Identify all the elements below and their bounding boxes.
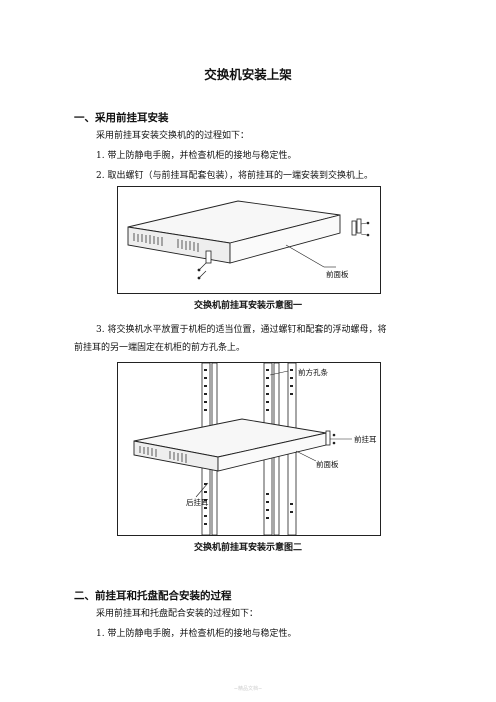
figure-2-caption: 交换机前挂耳安装示意图二 xyxy=(193,543,302,553)
figure-1-illustration: 前面板 xyxy=(117,186,381,294)
section-1-step-2: 2. 取出螺钉（与前挂耳配套包装），将前挂耳的一端安装到交换机上。 xyxy=(96,171,373,181)
figure-1-caption: 交换机前挂耳安装示意图一 xyxy=(193,301,302,311)
label-front-panel-1: 前面板 xyxy=(326,269,349,279)
switch-ear-diagram-1: 前面板 xyxy=(127,200,370,280)
switch-rack-diagram-2: 前方孔条 前挂耳 前面板 后挂耳 xyxy=(133,363,377,535)
label-front-panel-2: 前面板 xyxy=(316,459,339,469)
label-front-ear: 前挂耳 xyxy=(354,434,377,444)
label-front-rail: 前方孔条 xyxy=(298,367,328,377)
page-footer: ~精品文档~ xyxy=(233,686,263,692)
section-1-step-1: 1. 带上防静电手腕，并检查机柜的接地与稳定性。 xyxy=(96,151,297,161)
section-2-heading: 二、前挂耳和托盘配合安装的过程 xyxy=(74,590,232,602)
section-1-step-3-line-1: 3. 将交换机水平放置于机柜的适当位置，通过螺钉和配套的浮动螺母，将 xyxy=(96,325,387,335)
section-2-intro: 采用前挂耳和托盘配合安装的过程如下： xyxy=(96,609,259,619)
section-1-step-3-line-2: 前挂耳的另一端固定在机柜的前方孔条上。 xyxy=(74,343,246,353)
section-1-intro: 采用前挂耳安装交换机的的过程如下： xyxy=(96,131,250,141)
section-2-step-1: 1. 带上防静电手腕，并检查机柜的接地与稳定性。 xyxy=(96,629,297,639)
label-rear-ear: 后挂耳 xyxy=(186,497,209,507)
section-1-heading: 一、采用前挂耳安装 xyxy=(74,112,169,124)
figure-2-illustration: 前方孔条 前挂耳 前面板 后挂耳 xyxy=(117,362,381,536)
page-title: 交换机安装上架 xyxy=(204,67,292,82)
